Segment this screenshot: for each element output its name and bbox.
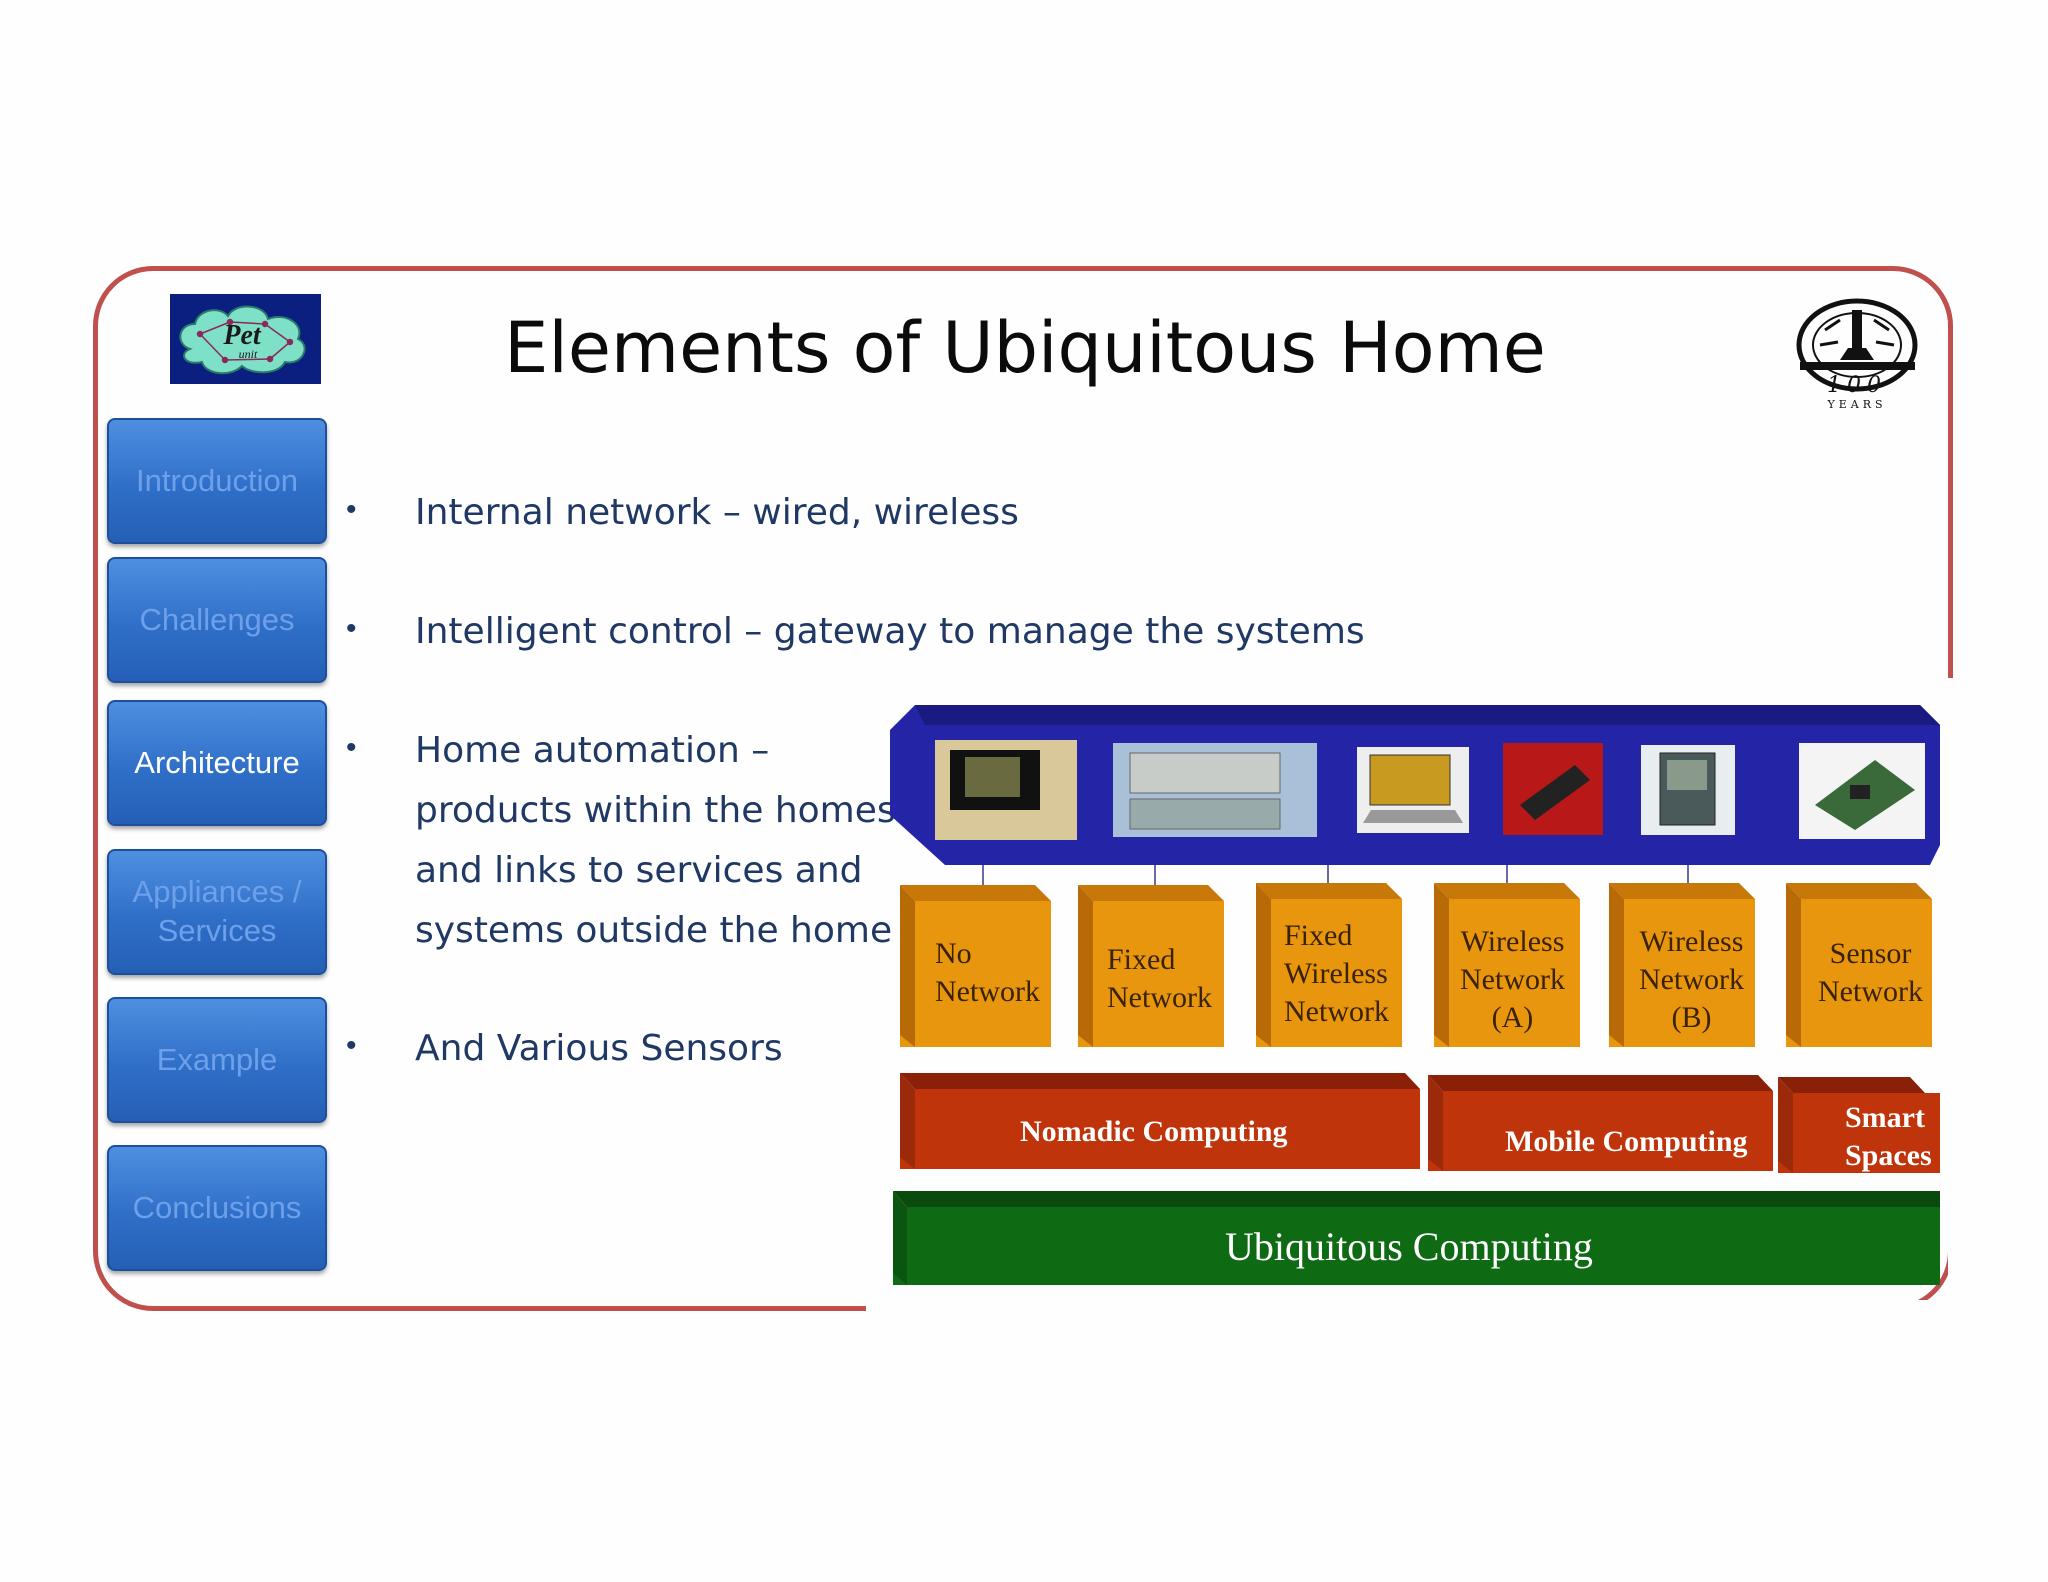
bullet-line: and links to services and	[415, 850, 863, 891]
label-line: Smart	[1845, 1101, 1925, 1134]
fixed-network-label: Fixed Network	[1107, 941, 1212, 1017]
nomadic-computing-label: Nomadic Computing	[1020, 1115, 1288, 1148]
label-line: Network	[1818, 975, 1923, 1008]
slide-title: Elements of Ubiquitous Home	[504, 307, 1546, 389]
label-line: (B)	[1671, 1001, 1712, 1034]
wireless-network-a-label: Wireless Network (A)	[1460, 923, 1565, 1037]
bullet-internal-network: Internal network – wired, wireless	[415, 483, 1019, 543]
fixed-wireless-network-label: Fixed Wireless Network	[1284, 917, 1389, 1031]
label-line: Fixed	[1107, 943, 1176, 976]
fixed-network-box	[1078, 885, 1224, 1047]
nomadic-computing-box	[900, 1073, 1420, 1169]
sensor-network-box	[1786, 883, 1932, 1047]
frame-gap-bottom	[866, 1300, 1966, 1320]
nav-appliances-label: Appliances / Services	[132, 874, 302, 948]
ubiquitous-computing-label: Ubiquitous Computing	[1225, 1224, 1593, 1269]
iisc-centenary-logo: 100 YEARS	[1790, 290, 1925, 415]
ubiquitous-computing-base	[893, 1191, 1940, 1285]
label-line: Network	[1639, 963, 1744, 996]
smart-spaces-box	[1778, 1077, 1940, 1173]
bullet-dot: •	[346, 612, 357, 645]
fixed-wireless-network-box	[1256, 883, 1402, 1047]
bullet-line: And Various Sensors	[415, 1028, 783, 1069]
nav-example-button[interactable]: Example	[107, 997, 327, 1123]
nav-challenges-button[interactable]: Challenges	[107, 557, 327, 683]
device-thumbnails	[935, 740, 1925, 840]
label-line: (A)	[1491, 1001, 1534, 1034]
centenary-number: 100	[1827, 373, 1887, 398]
bullet-dot: •	[346, 1029, 357, 1062]
bullet-line: Internal network – wired, wireless	[415, 492, 1019, 533]
network-boxes	[900, 883, 1932, 1047]
no-network-label: No Network	[935, 935, 1040, 1011]
label-line: Network	[935, 975, 1040, 1008]
label-line: Wireless	[1639, 925, 1744, 958]
computing-boxes	[900, 1073, 1940, 1173]
wireless-network-a-box	[1434, 883, 1580, 1047]
nav-appliances-services-button[interactable]: Appliances / Services	[107, 849, 327, 975]
bullet-line: products within the homes	[415, 790, 896, 831]
pet-logo-subtext: unit	[239, 347, 258, 361]
label-line: Wireless	[1284, 957, 1388, 990]
label-line: No	[935, 937, 972, 970]
nav-architecture-button[interactable]: Architecture	[107, 700, 327, 826]
sensor-network-label: Sensor Network	[1818, 935, 1923, 1011]
nav-conclusions-button[interactable]: Conclusions	[107, 1145, 327, 1271]
nav-introduction-button[interactable]: Introduction	[107, 418, 327, 544]
bullet-line: Home automation –	[415, 730, 770, 771]
pet-unit-logo: Pet unit	[170, 294, 321, 384]
bullet-home-automation: Home automation – products within the ho…	[415, 721, 896, 961]
label-line: Wireless	[1460, 925, 1565, 958]
bullet-line: Intelligent control – gateway to manage …	[415, 611, 1365, 652]
bullet-line: systems outside the home	[415, 910, 893, 951]
pet-logo-text: Pet	[222, 320, 262, 351]
label-line: Network	[1284, 995, 1389, 1028]
label-line: Sensor	[1829, 937, 1912, 970]
mobile-computing-box	[1428, 1075, 1773, 1171]
label-line: Spaces	[1845, 1139, 1932, 1172]
bullet-various-sensors: And Various Sensors	[415, 1019, 783, 1079]
smart-spaces-label: Smart Spaces	[1845, 1099, 1932, 1175]
wireless-network-b-label: Wireless Network (B)	[1639, 923, 1744, 1037]
centenary-years: YEARS	[1826, 398, 1886, 411]
bullet-intelligent-control: Intelligent control – gateway to manage …	[415, 602, 1365, 662]
label-line: Network	[1107, 981, 1212, 1014]
bullet-dot: •	[346, 731, 357, 764]
ubiquitous-architecture-diagram: No Network Fixed Network Fixed Wireless …	[885, 695, 1945, 1295]
mobile-computing-label: Mobile Computing	[1505, 1125, 1748, 1158]
frame-gap-right	[1948, 678, 1968, 1328]
bullet-dot: •	[346, 493, 357, 526]
no-network-box	[900, 885, 1051, 1047]
label-line: Fixed	[1284, 919, 1353, 952]
label-line: Network	[1460, 963, 1565, 996]
wireless-network-b-box	[1609, 883, 1755, 1047]
